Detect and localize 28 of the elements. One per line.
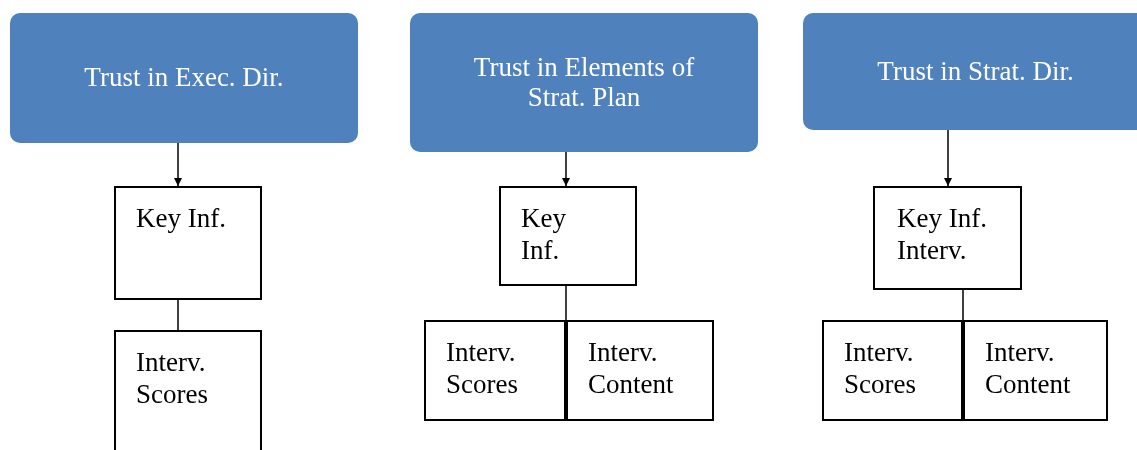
connector-line	[962, 289, 964, 321]
node-text: Key Inf.	[136, 202, 227, 235]
arrow	[174, 142, 182, 187]
text-box	[499, 186, 637, 286]
text-box	[963, 320, 1108, 421]
node-text: Trust in Exec. Dir.	[84, 63, 284, 93]
text-box	[114, 186, 262, 300]
text-box	[114, 330, 262, 450]
node-text: Trust in Strat. Dir.	[877, 56, 1074, 87]
node-text: Key Inf. Interv.	[897, 202, 988, 267]
node-text: Trust in Elements of Strat. Plan	[472, 52, 696, 113]
header-box	[803, 13, 1137, 130]
connector-line	[177, 299, 179, 331]
node-text: Key Inf.	[521, 202, 567, 267]
node-text: Interv. Scores	[446, 336, 519, 401]
arrow	[944, 129, 952, 187]
text-box	[566, 320, 714, 421]
node-text: Interv. Content	[985, 336, 1072, 401]
text-box	[873, 186, 1022, 290]
connector-line	[565, 285, 567, 321]
header-box	[10, 13, 358, 143]
node-text: Interv. Scores	[136, 346, 209, 411]
node-text: Interv. Scores	[844, 336, 917, 401]
header-box	[410, 13, 758, 152]
arrow	[562, 151, 570, 187]
text-box	[822, 320, 963, 421]
text-box	[424, 320, 566, 421]
node-text: Interv. Content	[588, 336, 675, 401]
